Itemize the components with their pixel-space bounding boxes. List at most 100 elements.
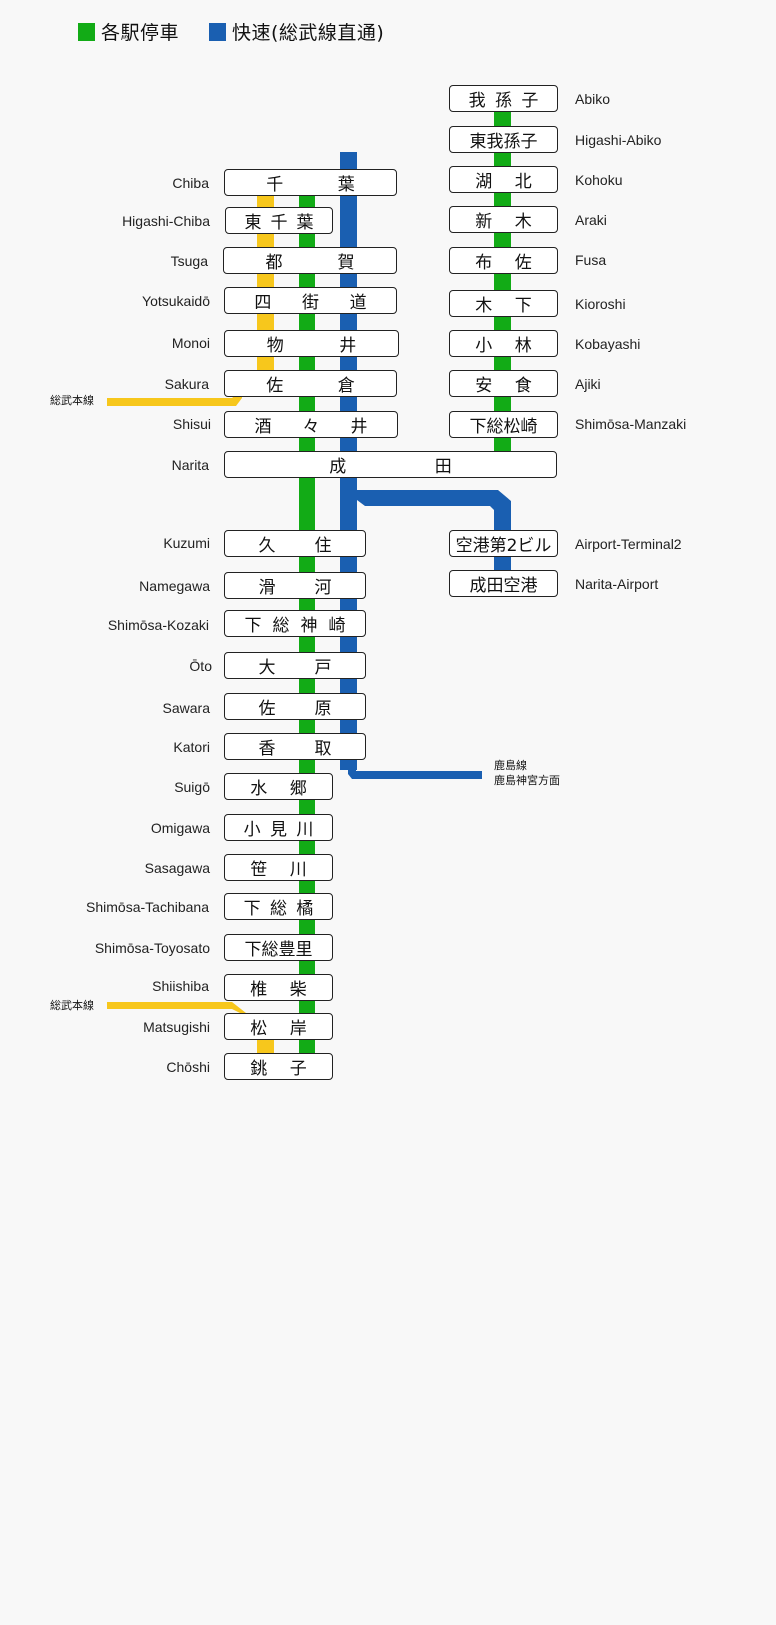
station-name-char: 四 <box>254 293 272 313</box>
station-name-char: 橘 <box>296 899 314 919</box>
station-box-narita-airport[interactable]: 成田空港 <box>449 570 558 597</box>
station-box-yotsukaido[interactable]: 四街道 <box>224 287 397 314</box>
rapid-line-airport-branch <box>357 478 511 572</box>
station-en-monoi: Monoi <box>171 335 210 351</box>
station-box-araki[interactable]: 新木 <box>449 206 558 233</box>
station-en-sakura: Sakura <box>164 376 209 392</box>
station-name-char: 総 <box>272 616 290 636</box>
station-box-namegawa[interactable]: 滑河 <box>224 572 366 599</box>
station-name-char: 小 <box>475 336 493 356</box>
station-box-matsugishi[interactable]: 松岸 <box>224 1013 333 1040</box>
station-box-abiko[interactable]: 我孫子 <box>449 85 558 112</box>
sobu-main-line-branch-sakura <box>107 390 242 406</box>
station-name-char: 大 <box>258 658 276 678</box>
station-box-shisui[interactable]: 酒々井 <box>224 411 398 438</box>
station-name-char: 柴 <box>289 980 307 1000</box>
station-en-shiishiba: Shiishiba <box>152 978 209 994</box>
station-box-omigawa[interactable]: 小見川 <box>224 814 333 841</box>
station-name-char: 川 <box>296 820 314 840</box>
station-name-char: 街 <box>301 293 319 313</box>
legend-item-rapid: 快速(総武線直通) <box>209 18 384 45</box>
station-name-char: 岸 <box>289 1019 307 1039</box>
station-name-char: 孫 <box>494 91 512 111</box>
station-box-oto[interactable]: 大戸 <box>224 652 366 679</box>
station-en-omigawa: Omigawa <box>150 820 210 836</box>
station-name-char: 物 <box>266 336 284 356</box>
kashima-line-direction: 鹿島神宮方面 <box>494 774 560 787</box>
station-en-abiko: Abiko <box>575 91 611 107</box>
station-box-sasagawa[interactable]: 笹川 <box>224 854 333 881</box>
station-name-char: 取 <box>314 739 332 759</box>
station-box-shimosa-tachibana[interactable]: 下総橘 <box>224 893 333 920</box>
sobu-main-label-lower: 総武本線 <box>50 999 94 1012</box>
station-box-chiba[interactable]: 千葉 <box>224 169 397 196</box>
station-box-choshi[interactable]: 銚子 <box>224 1053 333 1080</box>
station-box-kohoku[interactable]: 湖北 <box>449 166 558 193</box>
station-name-char: 崎 <box>328 616 346 636</box>
station-name-char: 千 <box>266 175 284 195</box>
legend-swatch-rapid <box>209 22 227 41</box>
station-en-choshi: Chōshi <box>166 1059 210 1075</box>
station-box-suigo[interactable]: 水郷 <box>224 773 333 800</box>
station-en-shimosa-manzaki: Shimōsa-Manzaki <box>575 416 687 432</box>
station-box-higashi-abiko[interactable]: 東我孫子 <box>449 126 558 153</box>
sobu-main-label-upper: 総武本線 <box>50 394 94 407</box>
station-box-ajiki[interactable]: 安食 <box>449 370 558 397</box>
station-name-char: 佐 <box>258 699 276 719</box>
station-name-char: 湖 <box>475 172 493 192</box>
station-box-sakura[interactable]: 佐倉 <box>224 370 397 397</box>
station-name-char: 木 <box>514 212 532 232</box>
station-name-char: 我 <box>468 91 486 111</box>
station-name-char: 子 <box>289 1059 307 1079</box>
station-en-narita: Narita <box>171 457 209 473</box>
legend-item-local: 各駅停車 <box>78 18 179 45</box>
station-name-char: 神 <box>300 616 318 636</box>
station-box-shimosa-kozaki[interactable]: 下総神崎 <box>224 610 366 637</box>
station-box-airport-terminal2[interactable]: 空港第2ビル <box>449 530 558 557</box>
local-line-narita <box>494 110 511 452</box>
station-box-shimosa-toyosato[interactable]: 下総豊里 <box>224 934 333 961</box>
station-en-kuzumi: Kuzumi <box>163 535 210 551</box>
station-en-yotsukaido: Yotsukaidō <box>142 293 210 309</box>
station-box-shiishiba[interactable]: 椎柴 <box>224 974 333 1001</box>
station-en-shimosa-toyosato: Shimōsa-Toyosato <box>94 940 210 956</box>
station-en-kobayashi: Kobayashi <box>575 336 641 352</box>
station-en-oto: Ōto <box>189 658 212 674</box>
station-box-shimosa-manzaki[interactable]: 下総松崎 <box>449 411 558 438</box>
station-name-char: 道 <box>349 293 367 313</box>
station-box-higashi-chiba[interactable]: 東千葉 <box>225 207 333 234</box>
station-en-narita-airport: Narita-Airport <box>575 576 659 592</box>
station-box-tsuga[interactable]: 都賀 <box>223 247 397 274</box>
station-name-char: 賀 <box>337 253 355 273</box>
station-box-sawara[interactable]: 佐原 <box>224 693 366 720</box>
station-box-kobayashi[interactable]: 小林 <box>449 330 558 357</box>
station-name-char: 総 <box>269 899 287 919</box>
station-name-char: 笹 <box>250 860 268 880</box>
station-name-char: 下 <box>514 296 532 316</box>
station-name-char: 倉 <box>337 376 355 396</box>
station-box-katori[interactable]: 香取 <box>224 733 366 760</box>
station-name-char: 小 <box>243 820 261 840</box>
station-name-char: 新 <box>475 212 493 232</box>
station-name-char: 滑 <box>258 578 276 598</box>
station-name-char: 千 <box>270 213 288 233</box>
station-name-char: 松 <box>250 1019 268 1039</box>
station-box-narita[interactable]: 成田 <box>224 451 557 478</box>
station-name-char: 川 <box>289 860 307 880</box>
station-box-fusa[interactable]: 布佐 <box>449 247 558 274</box>
station-name-char: 木 <box>475 296 493 316</box>
kashima-line-label: 鹿島線 鹿島神宮方面 <box>494 758 560 788</box>
station-name-char: 北 <box>514 172 532 192</box>
station-name-char: 水 <box>250 779 268 799</box>
station-en-shisui: Shisui <box>172 416 211 432</box>
station-name-char: 安 <box>475 376 493 396</box>
station-box-kuzumi[interactable]: 久住 <box>224 530 366 557</box>
station-en-sawara: Sawara <box>162 700 210 716</box>
station-name-char: 東 <box>244 213 262 233</box>
station-name-char: 郷 <box>289 779 307 799</box>
station-box-monoi[interactable]: 物井 <box>224 330 399 357</box>
station-box-kioroshi[interactable]: 木下 <box>449 290 558 317</box>
station-name-char: 々 <box>302 417 320 437</box>
station-name-char: 原 <box>314 699 332 719</box>
